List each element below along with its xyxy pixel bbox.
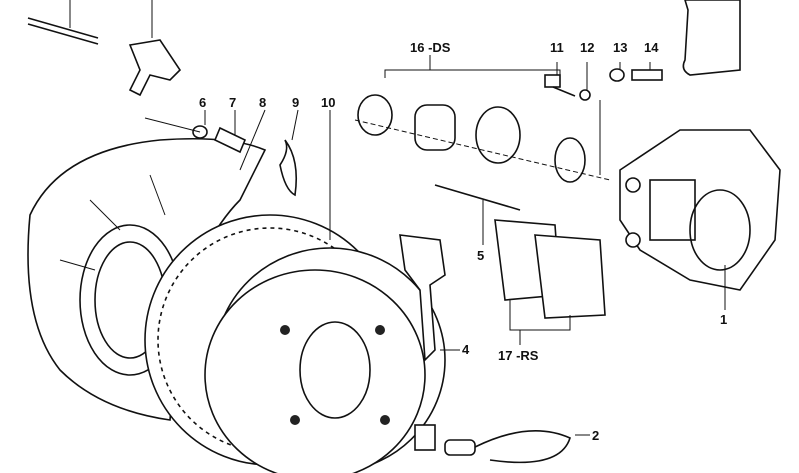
brake-pads <box>494 219 606 345</box>
caliper-bolts <box>544 68 663 175</box>
callout-9: 9 <box>292 95 300 110</box>
callout-10: 10 <box>321 95 336 110</box>
spring-clip <box>128 0 182 97</box>
piston-repair-kit <box>354 55 611 183</box>
guide-pin <box>434 184 521 245</box>
caliper-plate <box>682 0 741 76</box>
brake-disc <box>144 214 446 473</box>
callout-13: 13 <box>613 40 628 55</box>
callout-7: 7 <box>229 95 237 110</box>
callout-12: 12 <box>580 40 595 55</box>
long-bolt <box>27 0 99 45</box>
callout-1: 1 <box>720 312 728 327</box>
anti-rattle-spring <box>399 234 446 362</box>
callout-2: 2 <box>592 428 600 443</box>
washer-and-screw <box>144 117 247 154</box>
callout-14: 14 <box>644 40 659 55</box>
callout-17-rs: 17 -RS <box>498 348 539 363</box>
callout-16-ds: 16 -DS <box>410 40 451 55</box>
callout-11: 11 <box>550 40 564 55</box>
callout-8: 8 <box>259 95 267 110</box>
callout-6: 6 <box>199 95 207 110</box>
callout-5: 5 <box>477 248 485 263</box>
leader-lines <box>204 62 726 310</box>
wear-sensor <box>414 424 590 464</box>
retaining-spring <box>279 139 298 197</box>
callout-4: 4 <box>462 342 470 357</box>
brake-caliper <box>619 129 781 291</box>
